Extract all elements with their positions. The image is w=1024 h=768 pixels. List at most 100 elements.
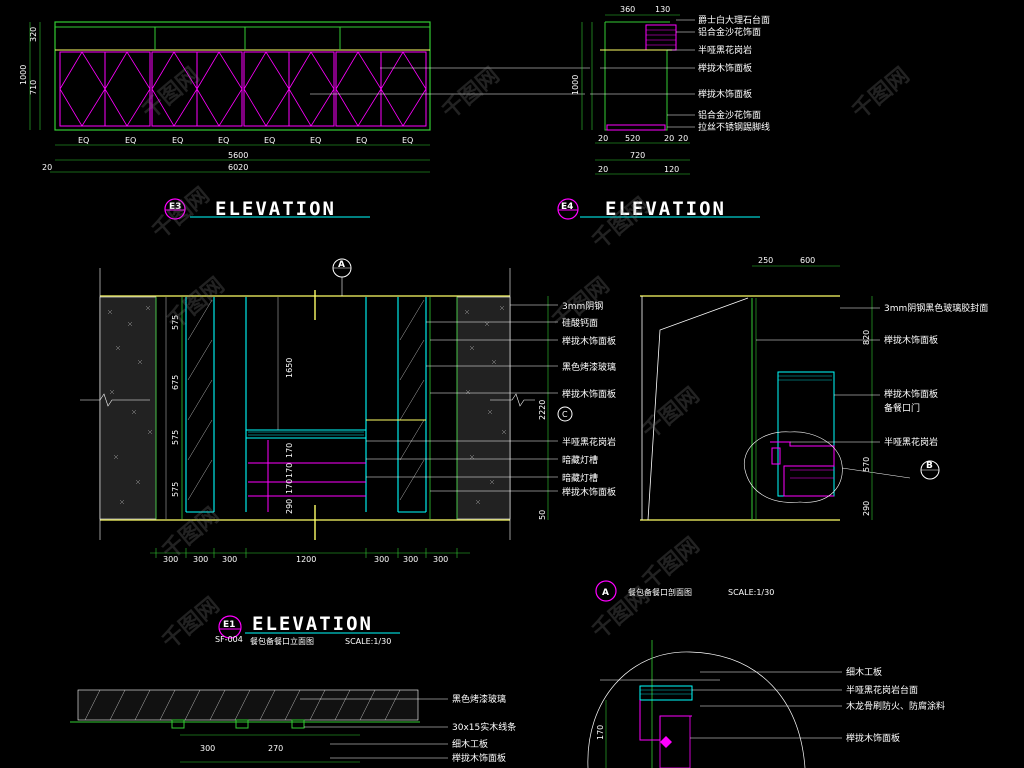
e3-dim-eq: EQ (356, 136, 367, 145)
section-a-dim-top-1: 250 (758, 256, 773, 265)
e1-dim-left-4: 575 (171, 482, 180, 497)
e1-dim-b6: 300 (403, 555, 418, 564)
e3-dim-eq: EQ (218, 136, 229, 145)
section-a-label-5: 半哑黑花岗岩 (884, 436, 938, 448)
e1-label-9: 榉拢木饰面板 (562, 486, 616, 498)
e4-label-7: 拉丝不锈钢踢脚线 (698, 121, 770, 133)
e1-section-marker: A (338, 260, 345, 270)
detail-left-dim-2: 270 (268, 744, 283, 753)
e1-dim-center-2: 170 (285, 443, 294, 458)
e4-dim-top-1: 360 (620, 5, 635, 14)
e4-dim-b5: 720 (630, 151, 645, 160)
e1-label-7: 暗藏灯槽 (562, 454, 598, 466)
e4-label-4: 榉拢木饰面板 (698, 62, 752, 74)
e3-dim-eq: EQ (78, 136, 89, 145)
e4-dim-b6: 20 (598, 165, 608, 174)
e3-title: ELEVATION (215, 198, 336, 220)
watermark: 千图网 (588, 583, 655, 645)
detail-right-label-2: 半哑黑花岗岩台面 (846, 684, 918, 696)
e3-dim-left-2: 1000 (19, 65, 28, 85)
detail-bottom-right: 170 细木工板 半哑黑花岗岩台面 木龙骨刷防火、防腐涂料 榉拢木饰面板 (587, 640, 945, 768)
e4-dim-left: 1000 (571, 75, 580, 95)
section-a-label-4: 备餐口门 (884, 402, 920, 414)
e4-dim-b3: 20 (664, 134, 674, 143)
e1-dim-b7: 300 (433, 555, 448, 564)
watermark: 千图网 (148, 183, 215, 245)
e3-dim-total: 6020 (228, 163, 248, 172)
section-a-dim-right-1: 820 (862, 330, 871, 345)
detail-left-label-1: 黑色烤漆玻璃 (452, 693, 506, 705)
e1-dim-left-1: 575 (171, 315, 180, 330)
section-a-scale: SCALE:1/30 (728, 588, 774, 597)
e1-elevation: A C 575 675 575 575 1650 170 170 170 290… (80, 258, 616, 646)
e4-label-5: 榉拢木饰面板 (698, 88, 752, 100)
e4-dim-b2: 520 (625, 134, 640, 143)
watermark: 千图网 (848, 63, 915, 125)
e1-dim-b2: 300 (193, 555, 208, 564)
e1-dim-right: 2220 (538, 400, 547, 420)
e1-scale: SCALE:1/30 (345, 637, 391, 646)
e4-dim-b1: 20 (598, 134, 608, 143)
section-a-label-3: 榉拢木饰面板 (884, 388, 938, 400)
e1-dim-b4: 1200 (296, 555, 316, 564)
detail-right-dim: 170 (596, 725, 605, 740)
e1-label-6: 半哑黑花岗岩 (562, 436, 616, 448)
e3-dim-eq: EQ (402, 136, 413, 145)
e3-dim-eq: EQ (125, 136, 136, 145)
e3-tag: E3 (169, 202, 181, 212)
e1-dim-bottom-side: 50 (538, 510, 547, 520)
e1-dim-center-5: 290 (285, 499, 294, 514)
e1-dim-center-3: 170 (285, 463, 294, 478)
e1-code: SF-004 (215, 635, 243, 644)
e3-dim-left-3: 710 (29, 80, 38, 95)
e1-dim-center-4: 170 (285, 479, 294, 494)
e4-label-3: 半哑黑花岗岩 (698, 44, 752, 56)
e4-tag: E4 (561, 202, 573, 212)
watermark-layer: 千图网 千图网 千图网 千图网 千图网 千图网 千图网 千图网 千图网 千图网 … (138, 63, 915, 655)
e1-label-4: 黑色烤漆玻璃 (562, 361, 616, 373)
e1-dim-center-1: 1650 (285, 358, 294, 378)
e1-dim-b1: 300 (163, 555, 178, 564)
e1-tag: E1 (223, 620, 235, 630)
e1-cross-hatch (107, 305, 507, 505)
e1-dim-left-3: 575 (171, 430, 180, 445)
e1-label-3: 榉拢木饰面板 (562, 335, 616, 347)
detail-left-dim-1: 300 (200, 744, 215, 753)
e4-dim-b4: 20 (678, 134, 688, 143)
section-a-caption: 餐包备餐口剖面图 (628, 587, 692, 597)
e3-elevation: 320 1000 710 EQ EQ EQ EQ EQ EQ EQ EQ 560… (19, 21, 590, 220)
e3-dim-eq: EQ (310, 136, 321, 145)
e1-label-2: 硅酸钙面 (562, 317, 598, 329)
watermark: 千图网 (158, 593, 225, 655)
e1-dim-b3: 300 (222, 555, 237, 564)
e4-label-1: 爵士白大理石台面 (698, 14, 770, 26)
e1-dim-b5: 300 (374, 555, 389, 564)
detail-left-label-4: 榉拢木饰面板 (452, 752, 506, 764)
e4-label-2: 铝合金沙花饰面 (698, 26, 761, 38)
section-a: B 250 600 820 570 290 3mm阴钢黑色玻璃胶封面 榉拢木饰面… (595, 256, 988, 602)
e4-dim-b7: 120 (664, 165, 679, 174)
section-a-tag: A (602, 588, 609, 598)
e1-caption: 餐包备餐口立面图 (250, 636, 314, 646)
section-a-dim-top-2: 600 (800, 256, 815, 265)
e1-dim-left-2: 675 (171, 375, 180, 390)
detail-bottom-left: 300 270 黑色烤漆玻璃 30x15实木线条 细木工板 榉拢木饰面板 (70, 689, 516, 764)
e4-dim-top-2: 130 (655, 5, 670, 14)
watermark: 千图网 (638, 533, 705, 595)
e1-label-5: 榉拢木饰面板 (562, 388, 616, 400)
section-a-dim-right-3: 290 (862, 501, 871, 516)
section-a-dim-right-2: 570 (862, 457, 871, 472)
detail-right-label-4: 榉拢木饰面板 (846, 732, 900, 744)
e4-elevation: 360 130 1000 20 520 20 20 720 20 120 爵士白… (557, 5, 770, 220)
e1-label-1: 3mm阴钢 (562, 300, 603, 312)
e3-dims-bottom: EQ EQ EQ EQ EQ EQ EQ EQ (78, 136, 413, 145)
e4-title: ELEVATION (605, 198, 726, 220)
e3-dim-end: 20 (42, 163, 52, 172)
e1-marker-c: C (562, 410, 568, 419)
e3-dim-eq: EQ (172, 136, 183, 145)
detail-left-label-2: 30x15实木线条 (452, 721, 516, 733)
e3-dim-left-1: 320 (29, 27, 38, 42)
section-a-label-2: 榉拢木饰面板 (884, 334, 938, 346)
e3-dim-eq: EQ (264, 136, 275, 145)
